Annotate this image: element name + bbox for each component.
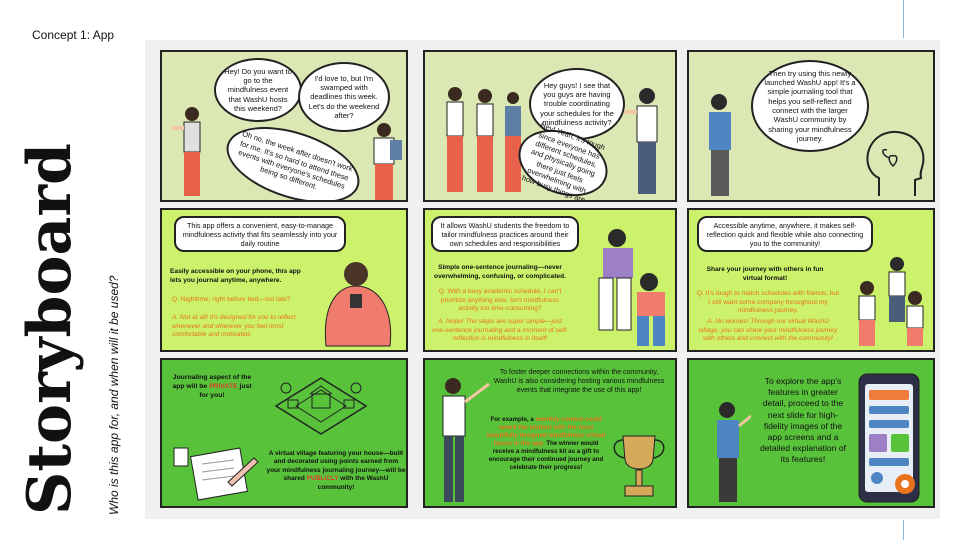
village-text-part: with the WashU community! xyxy=(317,475,389,491)
contest-text-part: For example, a xyxy=(490,416,534,423)
privacy-text-part: just for you! xyxy=(199,382,252,399)
contest-highlight: monthly contest could award the student … xyxy=(486,416,606,448)
answer-text: A. No worries! Through our virtual WashU… xyxy=(698,318,838,343)
feature-text: Simple one-sentence journaling—never ove… xyxy=(434,264,566,280)
caption-text: It allows WashU students the freedom to … xyxy=(440,220,570,248)
student-figure xyxy=(172,107,201,196)
panel-2-1: This app offers a convenient, easy-to-ma… xyxy=(160,208,408,352)
speech-bubble: I'd love to, but I'm swamped with deadli… xyxy=(298,62,390,132)
concept-label: Concept 1: App xyxy=(32,28,115,42)
answer-text: A. Not at all! It's designed for you to … xyxy=(172,314,296,339)
mindful-head-icon xyxy=(866,130,925,196)
advisor-figure xyxy=(709,94,731,196)
panel-1-3: Then try using this newly launched WashU… xyxy=(687,50,935,202)
caption-bubble: This app offers a convenient, easy-to-ma… xyxy=(174,216,346,252)
divider-line-bottom xyxy=(903,520,904,540)
public-highlight: PUBLICLY xyxy=(306,475,339,483)
bubble-text: Oh no, the week after doesn't work for m… xyxy=(237,129,354,192)
panel-1-1: Hey! Do you want to go to the mindfulnes… xyxy=(160,50,408,202)
page-title: Storyboard xyxy=(15,143,85,515)
panel-2-3: Accessible anytime, anywhere, it makes s… xyxy=(687,208,935,352)
caption-bubble: It allows WashU students the freedom to … xyxy=(431,216,579,252)
question-text: Q. It's tough to match schedules with fr… xyxy=(697,290,839,315)
contest-text: For example, a monthly contest could awa… xyxy=(485,416,607,472)
caption-bubble: Accessible anytime, anywhere, it makes s… xyxy=(697,216,873,252)
question-text: Q. Nighttime, right before bed—too late? xyxy=(172,296,291,303)
advisor-figure xyxy=(625,88,658,194)
bubble-text: Hey! Do you want to go to the mindfulnes… xyxy=(224,66,292,114)
feature-text: Share your journey with others in fun vi… xyxy=(706,266,824,282)
private-highlight: PRIVATE xyxy=(209,382,238,390)
explore-text: To explore the app's features in greater… xyxy=(759,376,846,465)
student-group-figure xyxy=(446,87,521,192)
virtual-village-icon xyxy=(274,377,368,435)
village-text: A virtual village featuring your house—b… xyxy=(266,450,406,492)
village-text-part: A virtual village featuring your house—b… xyxy=(266,450,406,483)
caption-text: Accessible anytime, anywhere, it makes s… xyxy=(706,220,864,248)
divider-line-top xyxy=(903,0,904,38)
student-figure xyxy=(373,123,402,200)
bubble-text: I'd love to, but I'm swamped with deadli… xyxy=(308,73,380,121)
speech-bubble: Hey! Do you want to go to the mindfulnes… xyxy=(214,58,302,122)
app-phone-icon xyxy=(858,373,920,503)
speech-bubble: Then try using this newly launched WashU… xyxy=(751,60,869,152)
events-text: To foster deeper connections within the … xyxy=(493,369,665,395)
privacy-text: Journaling aspect of the app will be PRI… xyxy=(172,374,252,400)
question-text: Q. With a busy academic schedule, I can'… xyxy=(438,288,562,313)
presenter-figure xyxy=(442,378,490,502)
panel-2-2: It allows WashU students the freedom to … xyxy=(423,208,677,352)
contest-text-part: The winner would receive a mindfulness k… xyxy=(488,440,604,472)
privacy-text-part: Journaling aspect of the app will be xyxy=(172,374,252,390)
journal-writing-icon xyxy=(173,447,259,501)
storyboard-grid: Hey! Do you want to go to the mindfulnes… xyxy=(145,40,940,519)
friend-group-figure xyxy=(858,257,924,346)
bubble-text: Hey guys! I see that you guys are having… xyxy=(540,80,614,128)
seated-students-figure xyxy=(598,229,665,346)
caption-text: This app offers a convenient, easy-to-ma… xyxy=(182,220,338,248)
answer-text: A. Nope! The steps are super simple—just… xyxy=(432,318,568,343)
panel-3-3: To explore the app's features in greater… xyxy=(687,358,935,508)
feature-text: Easily accessible on your phone, this ap… xyxy=(170,268,301,284)
trophy-icon xyxy=(613,435,665,497)
pointing-figure xyxy=(717,402,751,502)
panel-1-2: Hey guys! I see that you guys are having… xyxy=(423,50,677,202)
bubble-text: Then try using this newly launched WashU… xyxy=(764,68,856,144)
page-subtitle: Who is this app for, and when will it be… xyxy=(107,275,121,515)
blanket-girl-figure xyxy=(324,262,392,347)
panel-3-1: Journaling aspect of the app will be PRI… xyxy=(160,358,408,508)
panel-3-2: To foster deeper connections within the … xyxy=(423,358,677,508)
